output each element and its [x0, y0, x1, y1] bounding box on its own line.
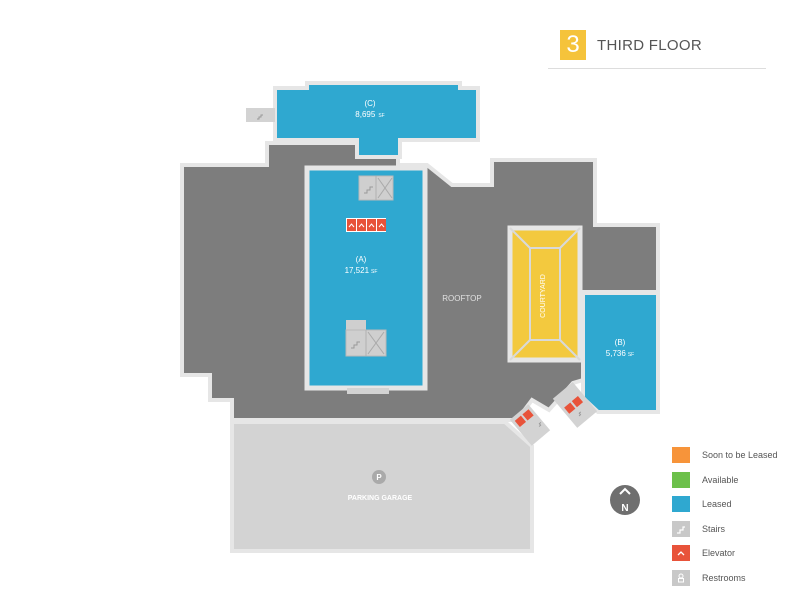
suite-c-stairs-icon	[246, 108, 275, 122]
legend-item-available: Available	[672, 472, 738, 488]
title-divider	[548, 68, 766, 69]
legend-label: Restrooms	[702, 573, 746, 583]
legend-item-leased: Leased	[672, 496, 732, 512]
suite-a-elevators-icon	[346, 218, 386, 232]
elevator-icon	[672, 545, 690, 561]
legend-label: Leased	[702, 499, 732, 509]
suite-c-area[interactable]	[273, 81, 480, 159]
core-bottom-stairs-icon	[345, 320, 387, 357]
core-right-elevator-icon	[552, 382, 598, 428]
legend-label: Stairs	[702, 524, 726, 534]
rooftop-label: ROOFTOP	[442, 294, 481, 303]
suite-a-notch	[347, 388, 389, 394]
legend-item-soon-to-be-leased: Soon to be Leased	[672, 447, 778, 463]
legend-label: Soon to be Leased	[702, 450, 778, 460]
compass-letter: N	[621, 503, 628, 514]
core-left-elevator-icon	[509, 404, 551, 446]
suite-b-area[interactable]	[581, 291, 660, 414]
floor-title: 3 THIRD FLOOR	[560, 30, 702, 60]
restroom-icon	[672, 570, 690, 586]
suite-a-area[interactable]	[304, 165, 428, 391]
stairs-icon	[672, 521, 690, 537]
blue-swatch	[672, 496, 690, 512]
suite-c-label: (C)	[364, 99, 375, 108]
suite-b-label: (B)	[615, 338, 626, 347]
parking-garage-label: PARKING GARAGE	[348, 495, 413, 502]
parking-garage-area[interactable]	[230, 420, 534, 553]
north-compass-icon[interactable]	[610, 485, 640, 515]
courtyard-label: COURTYARD	[540, 274, 547, 318]
legend-label: Available	[702, 475, 739, 485]
legend-item-stairs: Stairs	[672, 521, 725, 537]
parking-symbol: P	[376, 473, 382, 482]
core-top-stairs-icon	[358, 175, 394, 201]
floor-number-badge: 3	[560, 30, 586, 60]
courtyard-lines	[509, 227, 581, 361]
legend-item-restrooms: Restrooms	[672, 570, 746, 586]
legend-item-elevator: Elevator	[672, 545, 735, 561]
legend-label: Elevator	[702, 548, 736, 558]
north-arrow-icon	[619, 487, 631, 495]
parking-icon	[372, 470, 386, 484]
orange-swatch	[672, 447, 690, 463]
suite-a-label: (A)	[356, 255, 367, 264]
green-swatch	[672, 472, 690, 488]
floor-name: THIRD FLOOR	[597, 36, 702, 54]
